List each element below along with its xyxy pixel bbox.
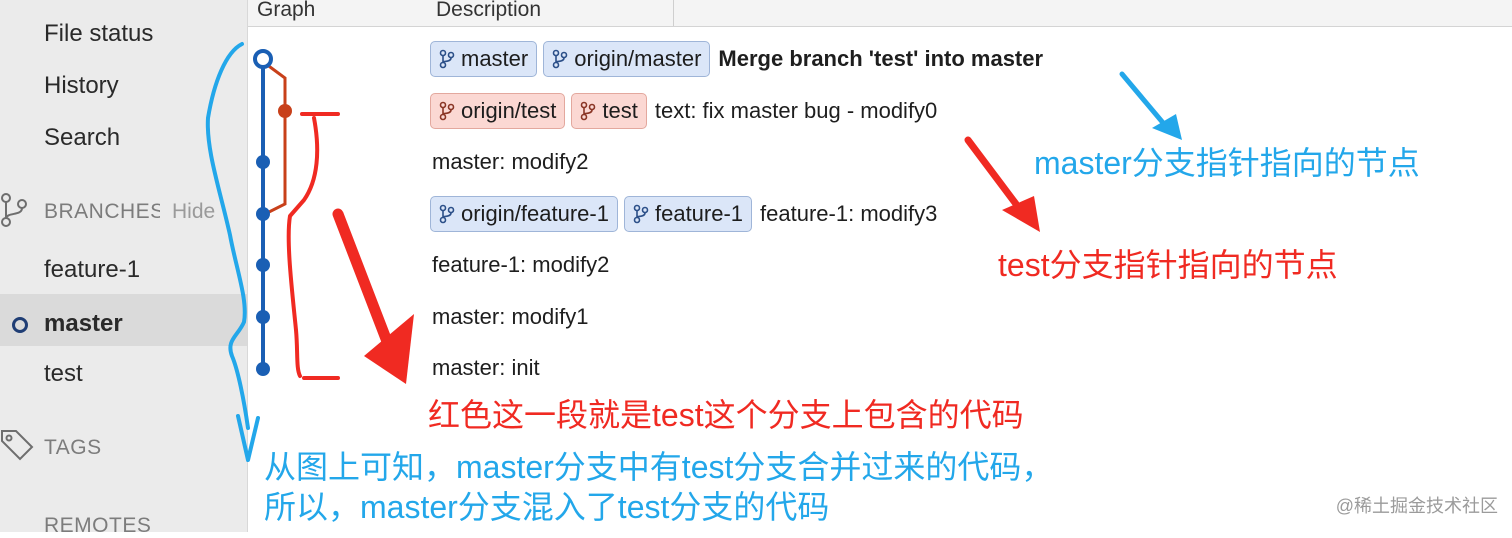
branches-header: BRANCHES	[44, 200, 160, 223]
commit-message: feature-1: modify3	[760, 201, 938, 226]
commit-node[interactable]	[256, 207, 270, 221]
conclusion-annotation-line2: 所以，master分支混入了test分支的代码	[264, 489, 830, 525]
test-lane-line	[264, 62, 287, 216]
commit-row[interactable]: master origin/master Merge branch 'test'…	[430, 39, 1043, 79]
blue-bracket-arrowhead	[236, 414, 260, 462]
sidebar-item-history[interactable]: History	[44, 72, 119, 99]
branch-tag: test	[571, 93, 647, 129]
commit-message: master: modify1	[432, 304, 589, 329]
commit-graph	[253, 49, 292, 376]
branch-tag: origin/feature-1	[430, 196, 618, 232]
commit-row[interactable]: feature-1: modify2	[430, 245, 609, 285]
branch-icon	[633, 204, 649, 224]
commit-row[interactable]: master: init	[430, 348, 540, 388]
branch-icon	[581, 101, 596, 121]
remotes-header: REMOTES	[44, 514, 152, 537]
branch-icon	[439, 204, 455, 224]
test-pointer-annotation: test分支指针指向的节点	[998, 247, 1338, 283]
sidebar-branch-master[interactable]: master	[44, 310, 123, 337]
commit-row[interactable]: origin/test test text: fix master bug - …	[430, 91, 937, 131]
graph-column-header[interactable]: Graph	[257, 0, 316, 21]
branch-tag-label: origin/feature-1	[461, 201, 609, 226]
branch-tag-label: master	[461, 46, 529, 71]
branch-tag: origin/master	[543, 41, 711, 77]
sidebar-item-search[interactable]: Search	[44, 124, 121, 151]
branch-tag: master	[430, 41, 538, 77]
commit-node[interactable]	[256, 310, 270, 324]
commit-node-merge[interactable]	[253, 49, 273, 69]
blue-pointer-arrow-head	[1152, 114, 1182, 140]
commit-message: Merge branch 'test' into master	[718, 46, 1044, 71]
commit-node-test[interactable]	[278, 104, 292, 118]
commit-row[interactable]: origin/feature-1 feature-1 feature-1: mo…	[430, 194, 937, 234]
sidebar: File status History Search BRANCHES Hide…	[0, 0, 248, 537]
watermark: @稀土掘金技术社区	[1335, 496, 1498, 516]
branch-icon	[439, 101, 455, 121]
commit-node[interactable]	[256, 155, 270, 169]
branch-tag-label: feature-1	[654, 201, 744, 226]
sidebar-item-file-status[interactable]: File status	[44, 20, 154, 47]
commit-message: master: init	[432, 355, 540, 380]
commit-message: master: modify2	[432, 149, 589, 174]
commit-row[interactable]: master: modify1	[430, 297, 589, 337]
branch-tag-label: test	[602, 98, 638, 123]
commit-message: text: fix master bug - modify0	[654, 98, 938, 123]
branch-tag: feature-1	[623, 196, 753, 232]
column-divider[interactable]	[673, 0, 674, 26]
hide-branches-button[interactable]: Hide	[172, 200, 216, 223]
tags-header: TAGS	[44, 436, 102, 459]
branch-tag-label: origin/test	[461, 98, 557, 123]
branch-icon	[552, 49, 568, 69]
master-pointer-annotation: master分支指针指向的节点	[1034, 145, 1420, 181]
commit-message: feature-1: modify2	[432, 252, 610, 277]
sidebar-branch-test[interactable]: test	[44, 360, 83, 387]
red-segment-annotation: 红色这一段就是test这个分支上包含的代码	[428, 397, 1024, 433]
red-pointer-arrow-shaft	[964, 136, 1020, 208]
current-branch-icon	[12, 317, 28, 333]
sidebar-branch-feature-1[interactable]: feature-1	[44, 256, 141, 283]
red-pointer-arrow-head	[1002, 196, 1040, 232]
branch-tag: origin/test	[430, 93, 566, 129]
blue-pointer-arrow-shaft	[1119, 71, 1167, 127]
red-bracket-stroke	[286, 112, 340, 380]
column-header: Graph Description	[248, 0, 1512, 27]
selected-branch-highlight	[0, 294, 247, 346]
description-column-header[interactable]: Description	[436, 0, 542, 21]
blue-bracket-stroke	[205, 42, 250, 430]
tag-icon	[1, 430, 34, 461]
branch-icon	[1, 193, 27, 227]
red-arrow-head	[364, 314, 414, 384]
commit-row[interactable]: master: modify2	[430, 142, 589, 182]
conclusion-annotation-line1: 从图上可知，master分支中有test分支合并过来的代码，	[264, 449, 1054, 485]
red-arrow-shaft	[332, 208, 394, 350]
branch-icon	[439, 49, 455, 69]
branch-tag-label: origin/master	[574, 46, 702, 71]
commit-node[interactable]	[256, 362, 270, 376]
commit-node[interactable]	[256, 258, 270, 272]
